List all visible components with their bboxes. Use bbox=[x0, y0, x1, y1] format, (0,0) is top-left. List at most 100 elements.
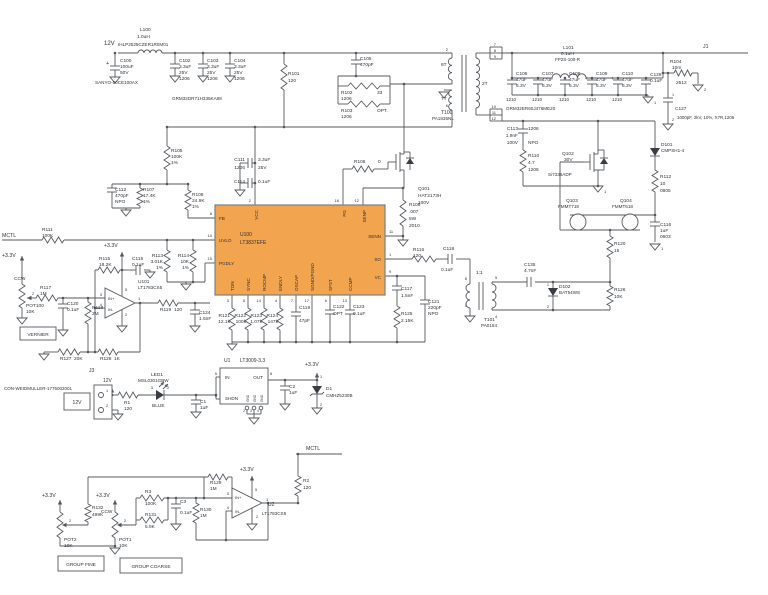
label-+: + bbox=[585, 76, 588, 82]
label-1.0uh: 1.0uH bbox=[137, 34, 150, 40]
junction-dot bbox=[590, 93, 594, 97]
ground-symbol bbox=[642, 96, 654, 104]
label-25v: 25V bbox=[179, 70, 188, 76]
label-r126: R126 bbox=[614, 287, 626, 293]
label-25v: 25V bbox=[207, 70, 216, 76]
label-r110: R110 bbox=[528, 153, 539, 159]
label-2.15k: 2.15K bbox=[401, 318, 414, 324]
label-cmhz5230b: CMHZ5230B bbox=[326, 393, 353, 398]
junction-dot bbox=[563, 93, 567, 97]
label-npo: NPO bbox=[428, 311, 439, 317]
label-+3.3v: +3.3V bbox=[240, 467, 254, 473]
junction-dot bbox=[166, 496, 170, 500]
ground-symbol bbox=[16, 317, 28, 325]
ground-symbol bbox=[116, 325, 128, 333]
label-10k: 10K bbox=[614, 294, 623, 300]
label-1.07k: 1.07k bbox=[250, 319, 262, 325]
arrow-left-icon bbox=[27, 295, 32, 301]
label-c2: C2 bbox=[289, 384, 295, 390]
label-6.3v: 6.3V bbox=[542, 83, 553, 89]
label-c121: C121 bbox=[428, 299, 440, 305]
junction-dot bbox=[536, 76, 540, 80]
label-0.1uf: 0.1uF bbox=[353, 311, 365, 317]
label-50v: 50V bbox=[120, 70, 129, 76]
u1-gnd-pad bbox=[258, 405, 264, 411]
label-c126: C126 bbox=[650, 72, 662, 78]
resistor-symbol bbox=[97, 348, 119, 356]
label-c110: C110 bbox=[622, 71, 633, 77]
transistor-q103-symbol bbox=[569, 213, 587, 231]
label-l101: L101 bbox=[563, 45, 574, 51]
ground-symbol bbox=[397, 239, 409, 247]
label-fmmt618: FMMT618 bbox=[612, 204, 633, 209]
label-6: 6 bbox=[270, 371, 273, 376]
resistor-symbol bbox=[184, 189, 192, 211]
label-4: 4 bbox=[257, 409, 259, 413]
resistor-symbol bbox=[606, 235, 614, 259]
ground-symbol bbox=[197, 75, 209, 83]
ground-symbol bbox=[169, 75, 181, 83]
junction-dot bbox=[193, 301, 197, 305]
label-47uf: 47uF bbox=[596, 77, 607, 83]
label-1: 1 bbox=[320, 375, 322, 379]
arrow-up-icon bbox=[57, 500, 63, 505]
ground-symbol bbox=[248, 417, 260, 425]
u1-gnd-pad bbox=[251, 405, 257, 411]
label-7: 7 bbox=[291, 298, 294, 303]
junction-dot bbox=[165, 238, 169, 242]
label-1%: 1% bbox=[192, 204, 200, 210]
label-1: 1 bbox=[654, 100, 657, 105]
label-r103: R103 bbox=[341, 108, 353, 114]
label-120: 120 bbox=[288, 78, 296, 84]
label-3: 3 bbox=[250, 409, 252, 413]
label-2: 2 bbox=[106, 404, 108, 408]
junction-dot bbox=[61, 296, 65, 300]
label-c124: C124 bbox=[199, 310, 211, 316]
label-0.1uf: 0.1uF bbox=[650, 78, 662, 84]
label-ccw: CCW bbox=[101, 509, 113, 515]
junction-dot bbox=[551, 280, 555, 284]
label-r131: R131 bbox=[145, 512, 157, 518]
label-r107: R107 bbox=[143, 187, 155, 193]
label-47pf: 47pF bbox=[299, 318, 310, 324]
label-4: 4 bbox=[227, 505, 230, 510]
resistor-symbol bbox=[139, 516, 165, 524]
ground-symbol bbox=[38, 353, 50, 361]
label-gnd: GND bbox=[260, 394, 264, 402]
label-100k: 100K bbox=[42, 233, 54, 239]
junction-dot bbox=[590, 76, 594, 80]
label-r114: R114 bbox=[178, 253, 189, 259]
label-r115: R115 bbox=[99, 256, 110, 262]
winding-symbol bbox=[447, 57, 453, 81]
label-10k: 10K bbox=[180, 259, 189, 265]
junction-dot bbox=[283, 378, 287, 382]
label-0.1uf: 0.1uF bbox=[67, 307, 79, 313]
label-120: 120 bbox=[124, 406, 132, 412]
resistor-symbol bbox=[83, 503, 93, 523]
label-lt3837efe: LT3837EFE bbox=[240, 240, 267, 246]
label-pgdly: PGDLY bbox=[219, 261, 234, 266]
label-q102: Q102 bbox=[562, 151, 574, 157]
junction-dot bbox=[563, 76, 567, 80]
label-10k: 10K bbox=[119, 543, 128, 549]
junction-dot bbox=[644, 76, 648, 80]
label-6.3v: 6.3V bbox=[622, 83, 633, 89]
junction-dot bbox=[348, 340, 352, 344]
ground-symbol bbox=[246, 523, 258, 531]
label-47uf: 47uF bbox=[569, 77, 580, 83]
resistor-symbol bbox=[135, 187, 145, 207]
label-20k: 20K bbox=[74, 356, 83, 362]
resistor-symbol bbox=[260, 307, 268, 331]
label-1206: 1206 bbox=[234, 165, 245, 171]
label-1.5nf: 1.5nF bbox=[401, 293, 413, 299]
junction-dot bbox=[661, 71, 665, 75]
label-1m: 1M bbox=[210, 486, 217, 492]
label-fmmt718: FMMT718 bbox=[558, 204, 579, 209]
resistor-symbol bbox=[393, 305, 401, 329]
label-gnd: GND bbox=[246, 394, 250, 402]
diode-symbol bbox=[650, 148, 660, 156]
body-diode-symbol bbox=[600, 158, 608, 164]
label-1%: 1% bbox=[171, 160, 179, 166]
